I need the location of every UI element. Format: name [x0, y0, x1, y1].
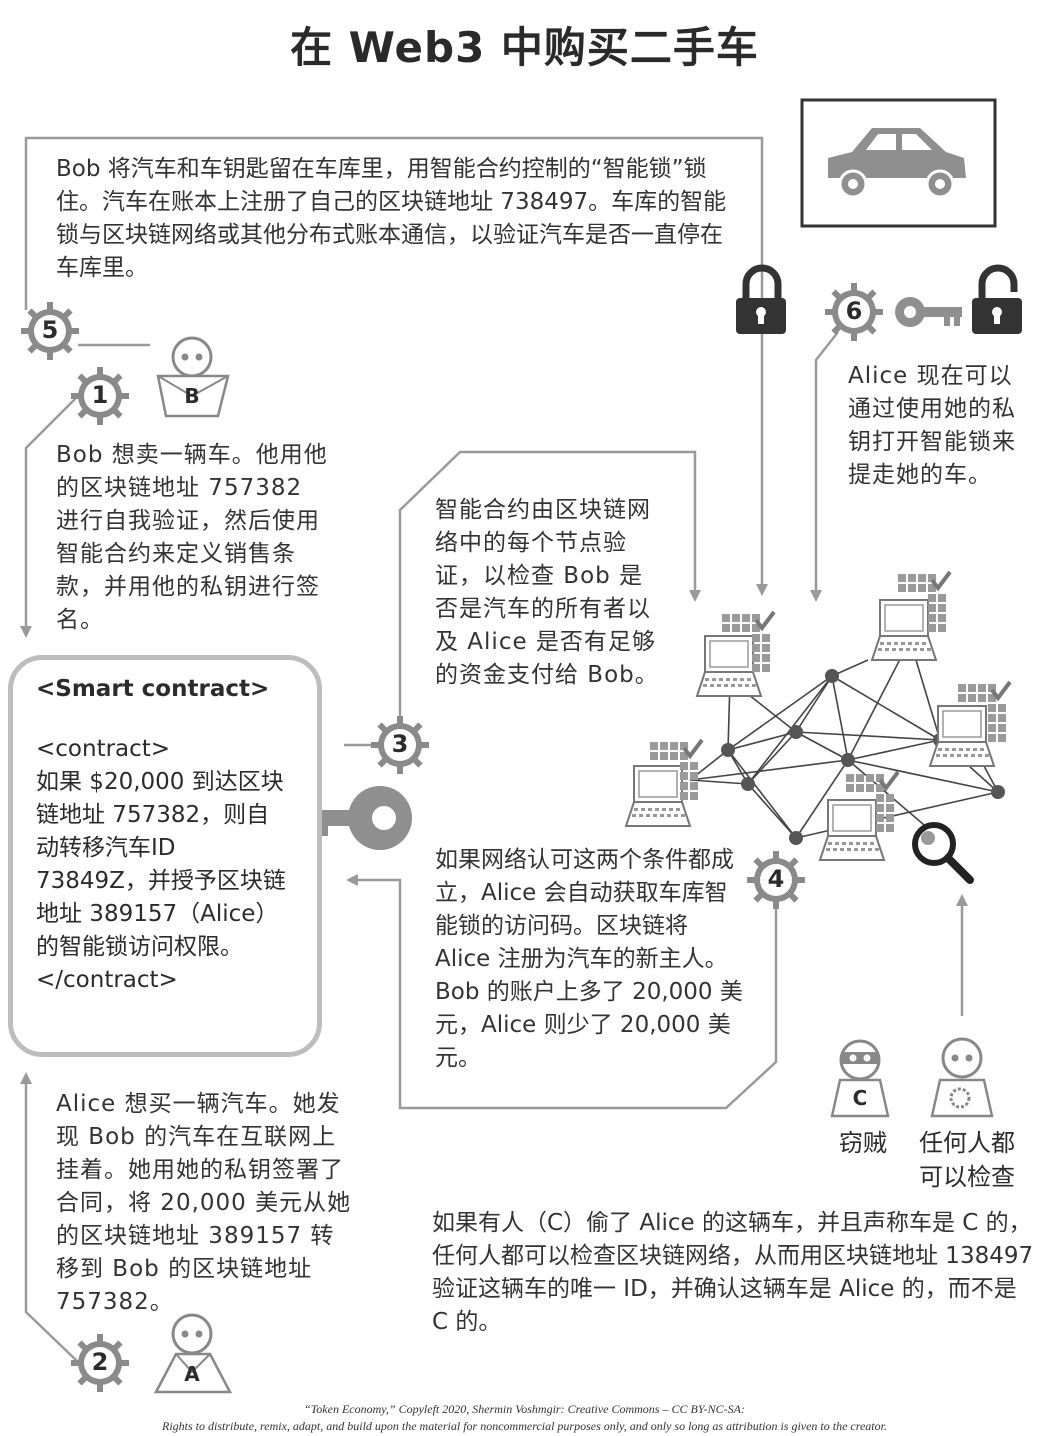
person-bob [156, 336, 230, 418]
connector-step4 [346, 874, 778, 1110]
lock-open-icon [972, 264, 1022, 334]
step1-text: Bob 想卖一辆车。他用他的区块链地址 757382 进行自我验证，然后使用智能… [56, 442, 328, 633]
connector-step2 [20, 1072, 79, 1363]
badge-5: 5 [41, 316, 59, 344]
badge-4: 4 [767, 865, 785, 893]
footer-line-1: “Token Economy,” Copyleft 2020, Shermin … [304, 1402, 745, 1416]
connector-step5 [24, 136, 768, 596]
node-laptop-3 [929, 680, 1012, 767]
smart-contract-box [8, 655, 322, 1057]
person-alice [153, 1313, 233, 1394]
person-anyone [930, 1037, 994, 1118]
step4-text: 如果网络认可这两个条件都成立，Alice 会自动获取车库智能锁的访问码。区块链将… [435, 847, 743, 1071]
node-laptop-2 [871, 570, 952, 661]
node-laptop-1 [696, 610, 776, 697]
car-icon [800, 98, 997, 228]
step5-text: Bob 将汽车和车钥匙留在车库里，用智能合约控制的“智能锁”锁住。汽车在账本上注… [56, 156, 727, 281]
person-alice-letter: A [184, 1362, 200, 1386]
step3-text: 智能合约由区块链网络中的每个节点验证，以检查 Bob 是否是汽车的所有者以及 A… [435, 497, 659, 688]
magnifier-icon [912, 822, 974, 884]
bottom-text: 如果有人（C）偷了 Alice 的这辆车，并且声称车是 C 的，任何人都可以检查… [432, 1210, 1034, 1335]
thief-label: 窃贼 [839, 1129, 887, 1157]
person-bob-letter: B [184, 384, 200, 408]
step2-text: Alice 想买一辆汽车。她发现 Bob 的汽车在互联网上挂着。她用她的私钥签署… [56, 1091, 352, 1315]
footer-line-2: Rights to distribute, remix, adapt, and … [162, 1419, 887, 1433]
person-thief-letter: C [852, 1086, 868, 1110]
contract-title: <Smart contract> [36, 676, 270, 702]
connector-step6 [810, 331, 839, 602]
badge-6: 6 [845, 297, 863, 325]
person-thief [830, 1039, 890, 1118]
lock-closed-icon [736, 264, 786, 334]
page-title: 在 Web3 中购买二手车 [290, 23, 759, 72]
badge-2: 2 [91, 1348, 109, 1376]
connector-step1 [20, 397, 77, 638]
node-laptop-4 [625, 738, 704, 827]
key-icon-small [895, 297, 962, 327]
connector-step3 [398, 450, 701, 718]
badge-1: 1 [91, 381, 109, 409]
anyone-label: 任何人都可以检查 [919, 1129, 1015, 1191]
step6-text: Alice 现在可以通过使用她的私钥打开智能锁来提走她的车。 [848, 363, 1016, 488]
badge-3: 3 [391, 730, 409, 758]
contract-body: <contract> 如果 $20,000 到达区块链地址 757382，则自动… [36, 736, 286, 993]
